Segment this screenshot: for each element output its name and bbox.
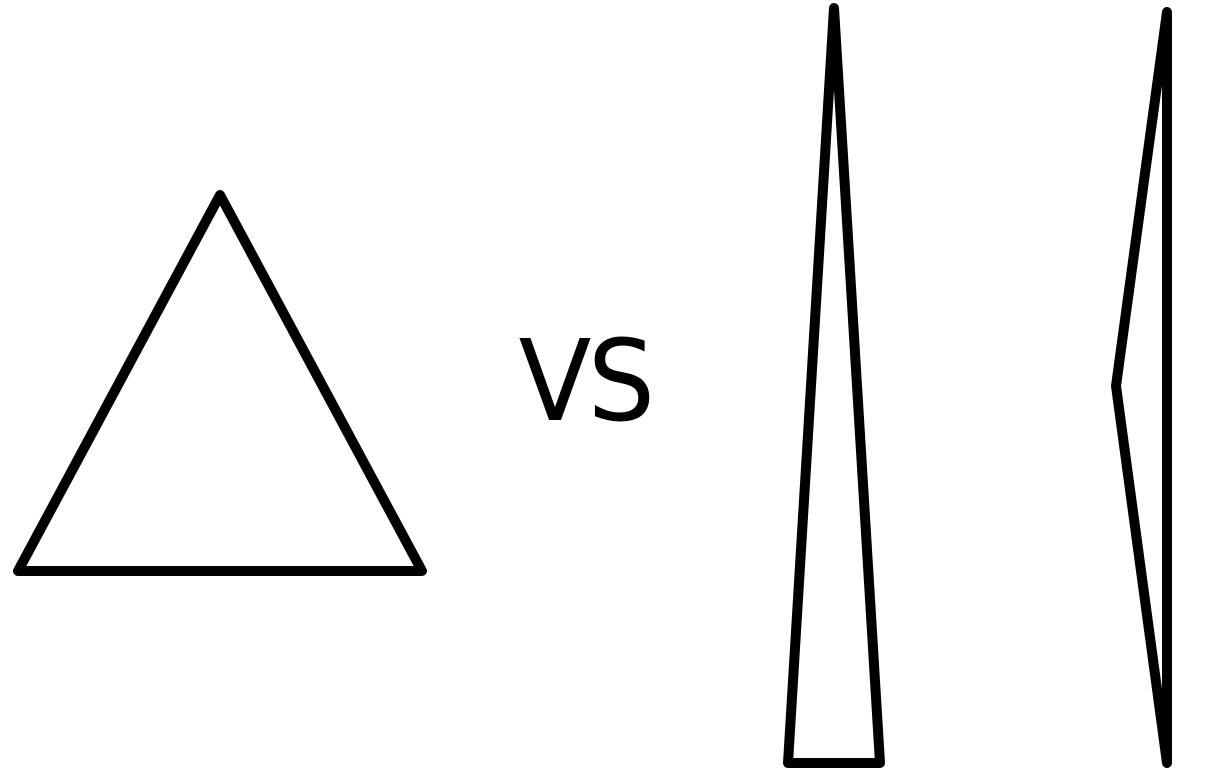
vs-label: VS bbox=[518, 317, 656, 447]
thin-obtuse-triangle bbox=[1111, 7, 1172, 768]
tall-isosceles-triangle bbox=[783, 3, 885, 768]
equilateral-triangle bbox=[13, 190, 427, 576]
